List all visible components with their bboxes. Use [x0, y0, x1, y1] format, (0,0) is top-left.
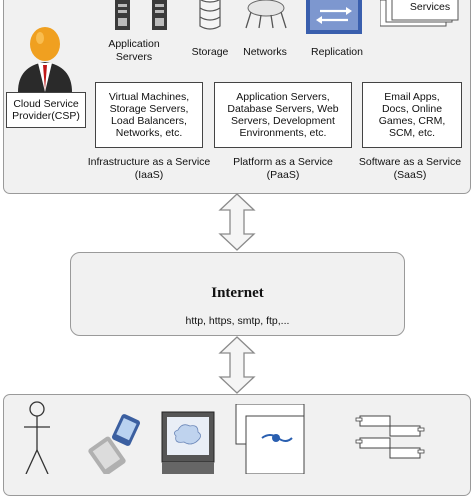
iaas-example-line: Load Balancers,	[111, 115, 187, 127]
iaas-caption-line1: Infrastructure as a Service	[87, 156, 211, 168]
stick-figure-icon	[24, 401, 50, 474]
replication-icon	[306, 0, 362, 34]
saas-example-line: Games, CRM,	[378, 115, 446, 127]
csp-label-line2: Provider(CSP)	[12, 110, 80, 122]
services-window-icon	[380, 0, 459, 27]
app-servers-label-line2: Servers	[115, 51, 153, 63]
replication-label: Replication	[311, 46, 363, 58]
stacked-windows-icon	[235, 404, 305, 474]
saas-example-line: Docs, Online	[381, 103, 443, 115]
paas-caption: Platform as a Service (PaaS)	[218, 156, 348, 182]
component-diagram-icon	[355, 415, 425, 459]
storage-label: Storage	[191, 46, 229, 58]
saas-caption: Software as a Service (SaaS)	[350, 156, 470, 182]
paas-caption-line2: (PaaS)	[266, 169, 300, 181]
mobile-phone-icon	[88, 414, 140, 474]
double-arrow-icon	[218, 336, 256, 394]
iaas-examples-box: Virtual Machines, Storage Servers, Load …	[95, 82, 203, 148]
server-rack-icon	[115, 0, 167, 30]
internet-title: Internet	[211, 285, 264, 301]
desktop-computer-icon	[161, 411, 215, 474]
paas-example-line: Application Servers,	[236, 91, 330, 103]
paas-example-line: Environments, etc.	[239, 127, 327, 139]
paas-caption-line1: Platform as a Service	[233, 156, 333, 168]
internet-protocols: http, https, smtp, ftp,...	[185, 315, 290, 327]
paas-examples-box: Application Servers, Database Servers, W…	[214, 82, 352, 148]
iaas-example-line: Storage Servers,	[109, 103, 189, 115]
saas-example-line: Email Apps,	[384, 91, 440, 103]
double-arrow-icon	[218, 193, 256, 251]
saas-caption-line1: Software as a Service	[358, 156, 462, 168]
iaas-example-line: Virtual Machines,	[108, 91, 190, 103]
paas-example-line: Servers, Development	[231, 115, 335, 127]
networks-label: Networks	[243, 46, 287, 58]
saas-caption-line2: (SaaS)	[393, 169, 427, 181]
csp-label-line1: Cloud Service	[13, 98, 79, 110]
network-hub-icon	[245, 0, 287, 29]
iaas-caption: Infrastructure as a Service (IaaS)	[80, 156, 218, 182]
app-servers-label-line1: Application	[108, 38, 160, 50]
services-label: Services	[409, 1, 451, 13]
csp-person-icon	[18, 27, 72, 92]
storage-cylinder-icon	[199, 0, 221, 30]
iaas-caption-line2: (IaaS)	[134, 169, 164, 181]
iaas-example-line: Networks, etc.	[115, 127, 183, 139]
csp-label-box: Cloud Service Provider(CSP)	[6, 92, 86, 128]
paas-example-line: Database Servers, Web	[227, 103, 339, 115]
app-servers-label: Application Servers	[100, 38, 168, 64]
saas-example-line: SCM, etc.	[388, 127, 436, 139]
saas-examples-box: Email Apps, Docs, Online Games, CRM, SCM…	[362, 82, 462, 148]
internet-panel	[70, 252, 405, 336]
